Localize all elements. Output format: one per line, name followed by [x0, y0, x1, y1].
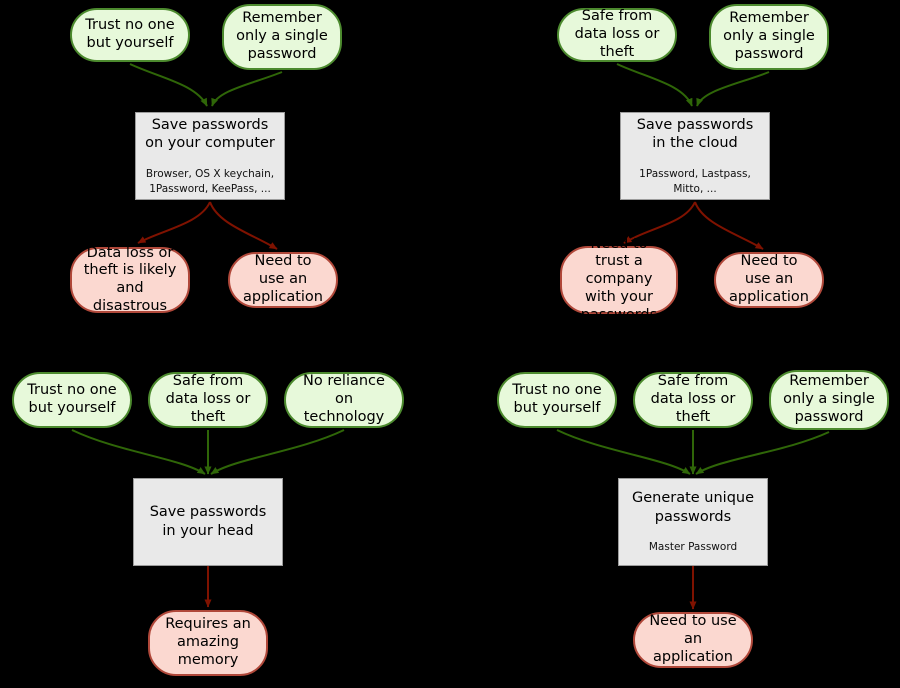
pro-label: Trust no one but yourself: [27, 382, 117, 416]
pro-pill: Trust no one but yourself: [70, 8, 190, 62]
arrow-pro: [71, 429, 206, 475]
arrow-con: [137, 201, 211, 244]
method-subtitle: Master Password: [648, 541, 738, 554]
method-subtitle: 1Password, Lastpass, Mitto, ...: [639, 167, 751, 195]
method-subtitle: Browser, OS X keychain, 1Password, KeePa…: [145, 167, 275, 195]
arrow-pro: [129, 63, 208, 107]
pro-pill: Remember only a single password: [769, 370, 889, 430]
pro-pill: Trust no one but yourself: [12, 372, 132, 428]
pro-label: Remember only a single password: [723, 10, 815, 62]
arrow-pro: [695, 431, 830, 475]
pro-pill: Safe from data loss or theft: [557, 8, 677, 62]
arrow-con: [623, 201, 696, 244]
pro-pill: Remember only a single password: [709, 4, 829, 70]
arrow-con: [694, 201, 764, 250]
method-title: Save passwords in your head: [149, 504, 267, 539]
method-title: Save passwords in the cloud: [636, 116, 754, 152]
pro-label: Safe from data loss or theft: [165, 373, 251, 425]
method-box: Save passwords in your head: [133, 478, 283, 566]
method-title: Generate unique passwords: [631, 490, 755, 525]
pro-pill: Remember only a single password: [222, 4, 342, 70]
arrow-pro: [696, 71, 770, 107]
method-box: Generate unique passwords Master Passwor…: [618, 478, 768, 566]
con-pill: Requires an amazing memory: [148, 610, 268, 676]
pro-pill: Safe from data loss or theft: [633, 372, 753, 428]
arrow-pro: [211, 71, 283, 107]
pro-pill: Safe from data loss or theft: [148, 372, 268, 428]
pro-label: Safe from data loss or theft: [574, 8, 660, 60]
arrow-pro: [210, 429, 345, 475]
pro-label: Remember only a single password: [783, 373, 875, 425]
con-label: Need to use an application: [243, 253, 323, 305]
con-pill: Need to trust a company with your passwo…: [560, 236, 678, 323]
con-label: Need to use an application: [649, 613, 737, 665]
pro-pill: Trust no one but yourself: [497, 372, 617, 428]
method-title: Save passwords on your computer: [145, 116, 275, 152]
pro-label: No reliance on technology: [303, 373, 385, 425]
pro-label: Trust no one but yourself: [85, 17, 175, 51]
con-pill: Data loss or theft is likely and disastr…: [70, 244, 190, 314]
con-label: Need to trust a company with your passwo…: [580, 235, 658, 323]
pro-label: Trust no one but yourself: [512, 382, 602, 416]
arrow-con: [209, 201, 278, 250]
con-pill: Need to use an application: [228, 252, 338, 308]
pro-label: Remember only a single password: [236, 10, 328, 62]
pro-label: Safe from data loss or theft: [650, 373, 736, 425]
method-box: Save passwords in the cloud 1Password, L…: [620, 112, 770, 200]
con-label: Data loss or theft is likely and disastr…: [83, 244, 177, 314]
method-box: Save passwords on your computer Browser,…: [135, 112, 285, 200]
con-pill: Need to use an application: [714, 252, 824, 308]
con-label: Requires an amazing memory: [165, 616, 251, 668]
arrow-pro: [616, 63, 693, 107]
arrow-pro: [556, 429, 691, 475]
con-pill: Need to use an application: [633, 612, 753, 668]
con-label: Need to use an application: [729, 253, 809, 305]
pro-pill: No reliance on technology: [284, 372, 404, 428]
